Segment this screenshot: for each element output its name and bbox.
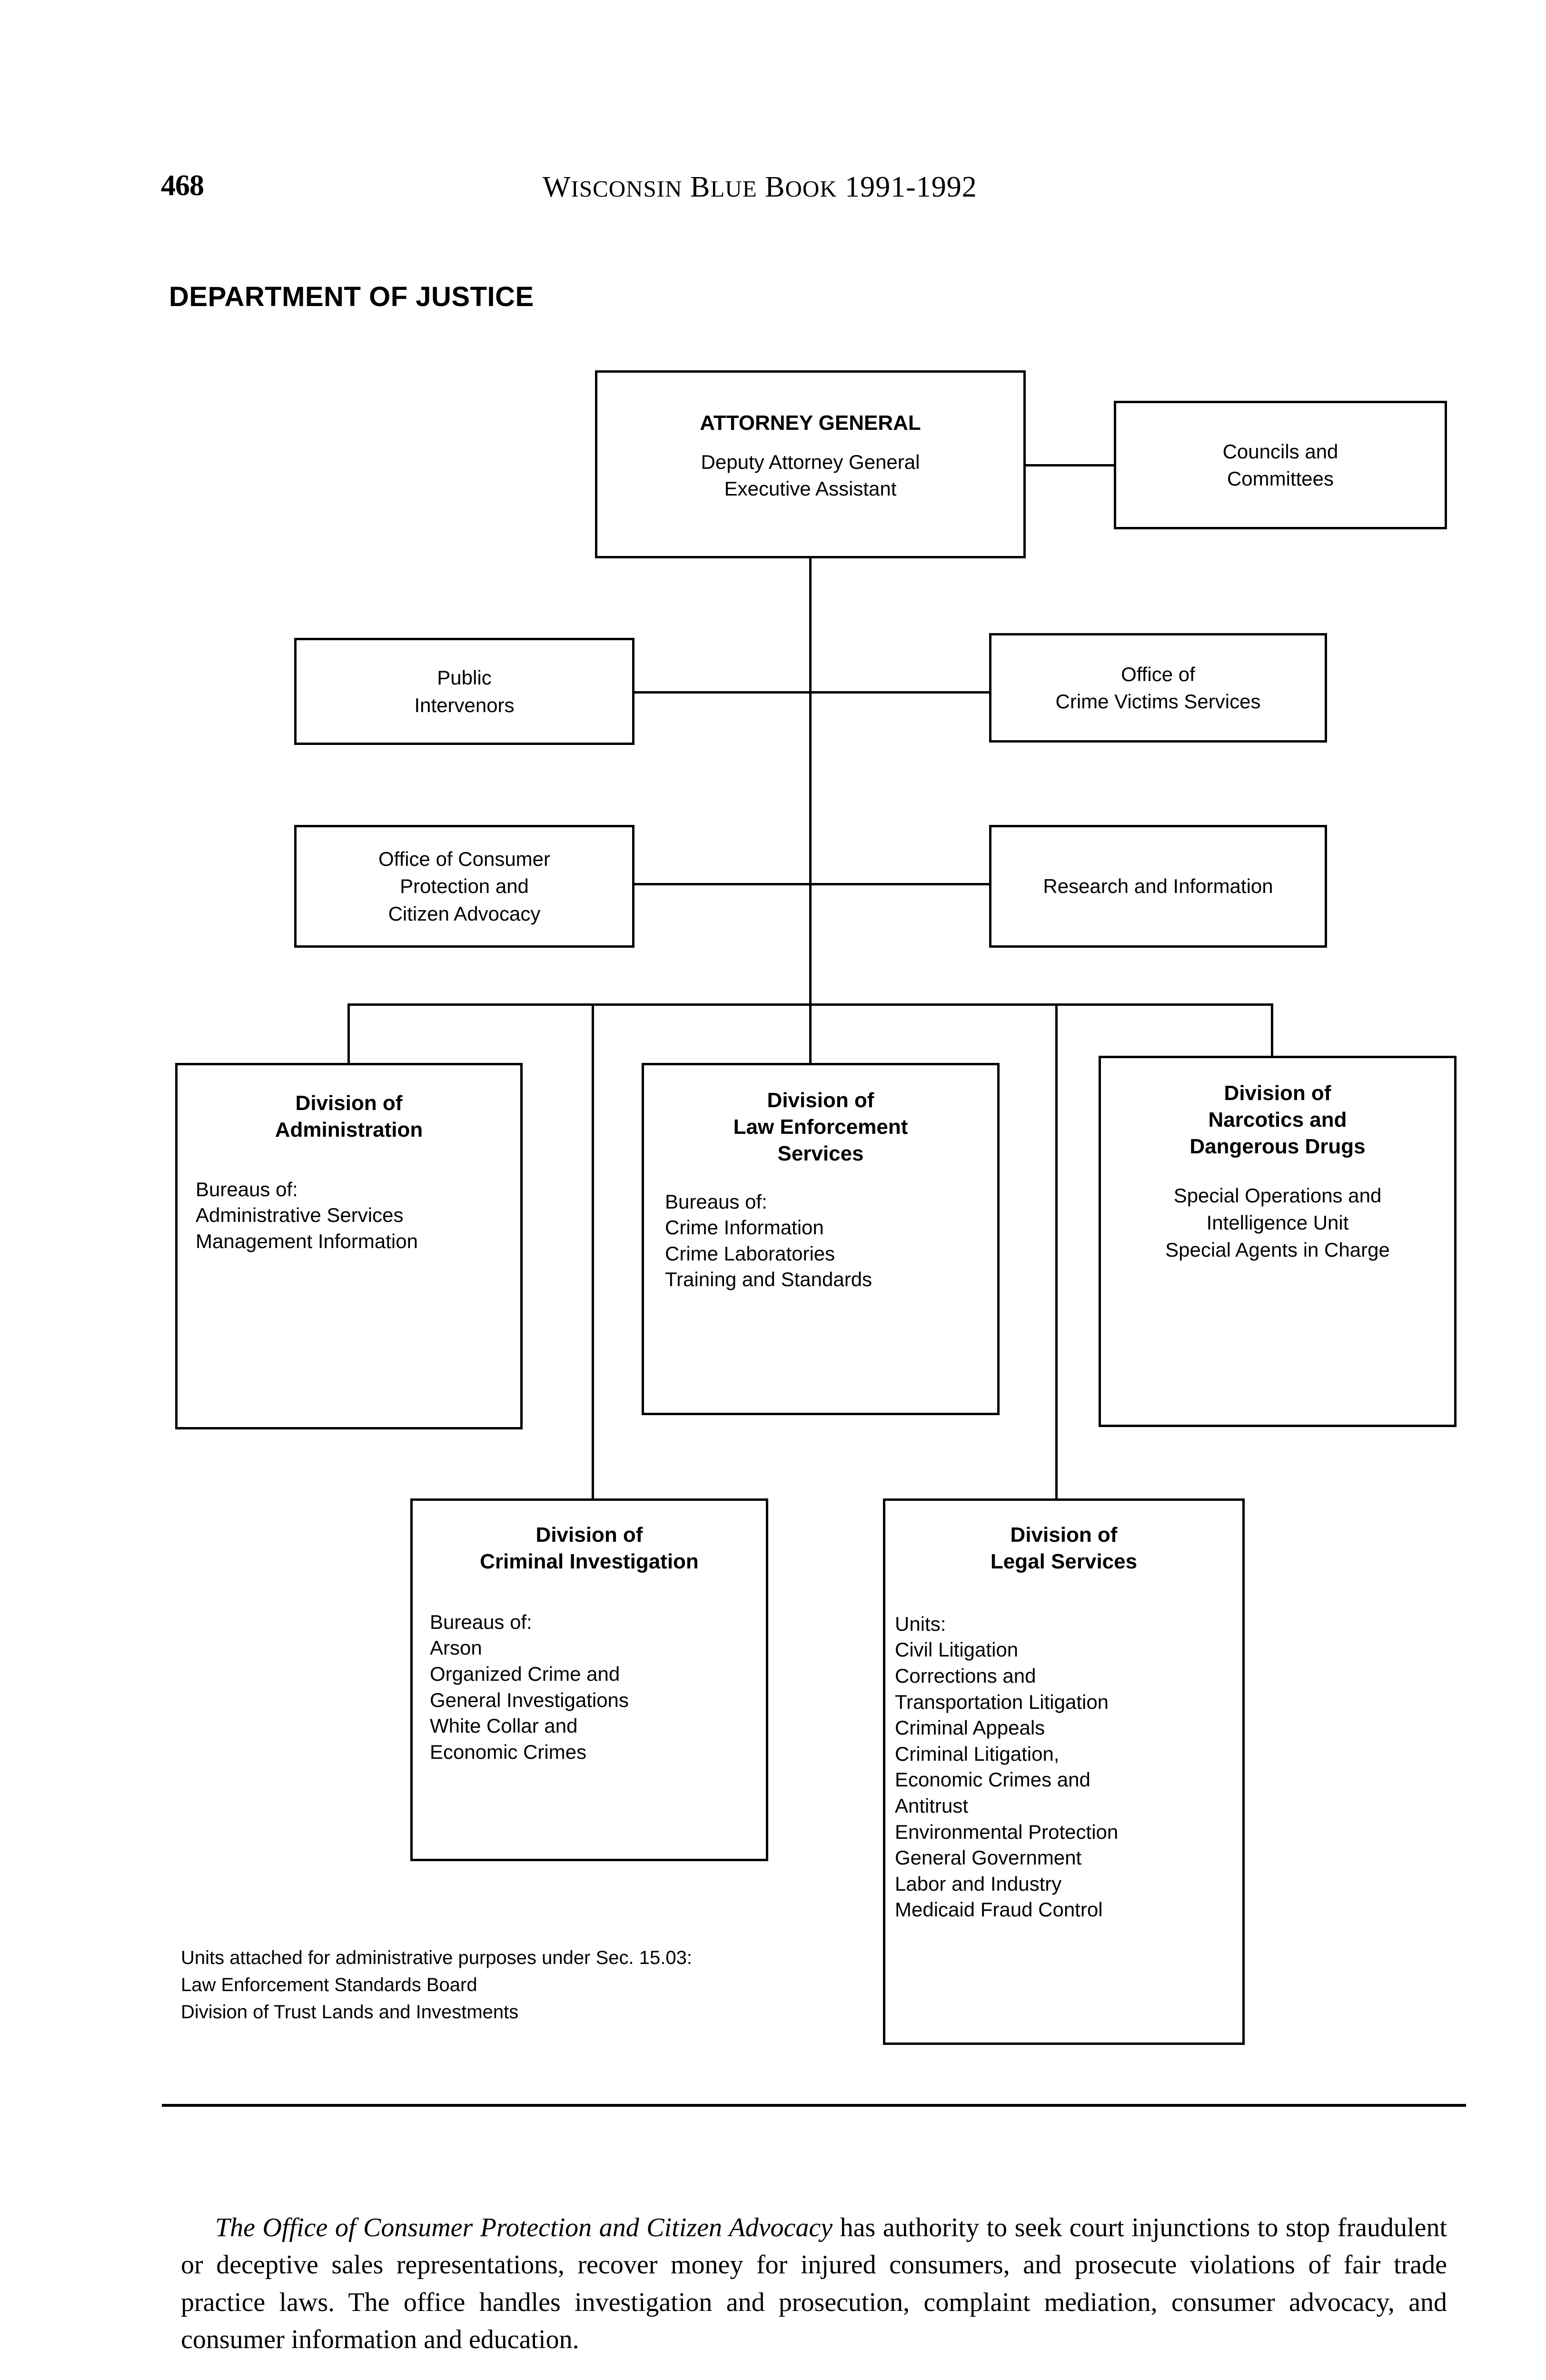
node-consumer-protection-title: Office of Consumer Protection and Citize… — [378, 848, 551, 925]
node-councils-committees-body: Councils and Committees — [1116, 438, 1445, 492]
connector-research-information — [809, 883, 990, 885]
node-research-information-title: Research and Information — [1043, 875, 1273, 898]
connector-crime-victims — [809, 691, 990, 694]
node-research-information-body: Research and Information — [991, 873, 1325, 900]
connector-consumer-protection — [632, 883, 812, 885]
node-attorney-general-title: ATTORNEY GENERAL — [700, 411, 921, 435]
connector-drop-narcotics — [1271, 1003, 1273, 1063]
node-division-law-enforcement-title: Division of Law Enforcement Services — [733, 1089, 908, 1165]
node-consumer-protection-body: Office of Consumer Protection and Citize… — [297, 845, 632, 927]
node-research-information[interactable]: Research and Information — [989, 825, 1327, 948]
node-public-intervenors-title: Public Intervenors — [414, 666, 515, 716]
node-division-criminal-investigation-list: Bureaus of: Arson Organized Crime and Ge… — [430, 1610, 629, 1763]
node-division-administration[interactable]: Division of Administration Bureaus of: A… — [175, 1063, 523, 1429]
node-division-criminal-investigation[interactable]: Division of Criminal Investigation Burea… — [410, 1498, 768, 1861]
page-number: 468 — [161, 169, 204, 202]
node-division-legal-services-title: Division of Legal Services — [990, 1523, 1138, 1573]
connector-ag-councils — [1023, 464, 1116, 466]
page-title: DEPARTMENT OF JUSTICE — [169, 281, 534, 312]
node-crime-victims-services[interactable]: Office of Crime Victims Services — [989, 633, 1327, 743]
node-crime-victims-services-body: Office of Crime Victims Services — [991, 661, 1325, 715]
node-consumer-protection[interactable]: Office of Consumer Protection and Citize… — [294, 825, 634, 948]
running-head-text: WISCONSIN BLUE BOOK 1991-1992 — [543, 171, 977, 203]
connector-ag-trunk — [809, 558, 812, 1005]
node-public-intervenors[interactable]: Public Intervenors — [294, 638, 634, 745]
node-division-legal-services-body: Division of Legal Services Units: Civil … — [885, 1522, 1242, 1923]
node-division-law-enforcement-list: Bureaus of: Crime Information Crime Labo… — [665, 1190, 872, 1291]
node-attorney-general[interactable]: ATTORNEY GENERAL Deputy Attorney General… — [595, 370, 1026, 558]
node-attorney-general-lines: Deputy Attorney General Executive Assist… — [701, 450, 920, 500]
node-division-legal-services-list: Units: Civil Litigation Corrections and … — [895, 1612, 1119, 1921]
node-division-narcotics-title: Division of Narcotics and Dangerous Drug… — [1189, 1081, 1366, 1158]
node-division-narcotics-list: Special Operations and Intelligence Unit… — [1165, 1184, 1390, 1261]
body-lead-italic: The Office of Consumer Protection and Ci… — [215, 2213, 833, 2242]
node-division-criminal-investigation-body: Division of Criminal Investigation Burea… — [413, 1522, 766, 1765]
node-division-administration-list: Bureaus of: Administrative Services Mana… — [196, 1178, 418, 1252]
node-councils-committees-title: Councils and Committees — [1222, 440, 1338, 490]
body-paragraph: The Office of Consumer Protection and Ci… — [181, 2209, 1447, 2359]
node-councils-committees[interactable]: Councils and Committees — [1114, 401, 1447, 529]
node-division-criminal-investigation-title: Division of Criminal Investigation — [480, 1523, 699, 1573]
node-public-intervenors-body: Public Intervenors — [297, 664, 632, 718]
body-rest: has authority to seek court injunctions … — [181, 2213, 1447, 2355]
section-divider-rule — [162, 2104, 1466, 2107]
connector-drop-criminal-investigation — [592, 1003, 594, 1498]
node-attorney-general-body: ATTORNEY GENERAL Deputy Attorney General… — [597, 410, 1023, 502]
node-division-narcotics-body: Division of Narcotics and Dangerous Drug… — [1101, 1080, 1454, 1263]
node-division-law-enforcement[interactable]: Division of Law Enforcement Services Bur… — [642, 1063, 1000, 1415]
connector-public-intervenors — [632, 691, 812, 694]
node-division-administration-body: Division of Administration Bureaus of: A… — [178, 1090, 520, 1255]
chart-footnote: Units attached for administrative purpos… — [181, 1947, 692, 2023]
node-division-law-enforcement-body: Division of Law Enforcement Services Bur… — [644, 1087, 997, 1293]
node-division-legal-services[interactable]: Division of Legal Services Units: Civil … — [883, 1498, 1245, 2045]
connector-drop-administration — [347, 1003, 350, 1063]
node-crime-victims-services-title: Office of Crime Victims Services — [1055, 663, 1261, 713]
node-division-narcotics[interactable]: Division of Narcotics and Dangerous Drug… — [1099, 1056, 1457, 1427]
connector-drop-law-enforcement — [809, 1003, 812, 1063]
connector-drop-legal-services — [1055, 1003, 1058, 1498]
running-head: WISCONSIN BLUE BOOK 1991-1992 — [543, 170, 977, 204]
node-division-administration-title: Division of Administration — [275, 1091, 423, 1141]
